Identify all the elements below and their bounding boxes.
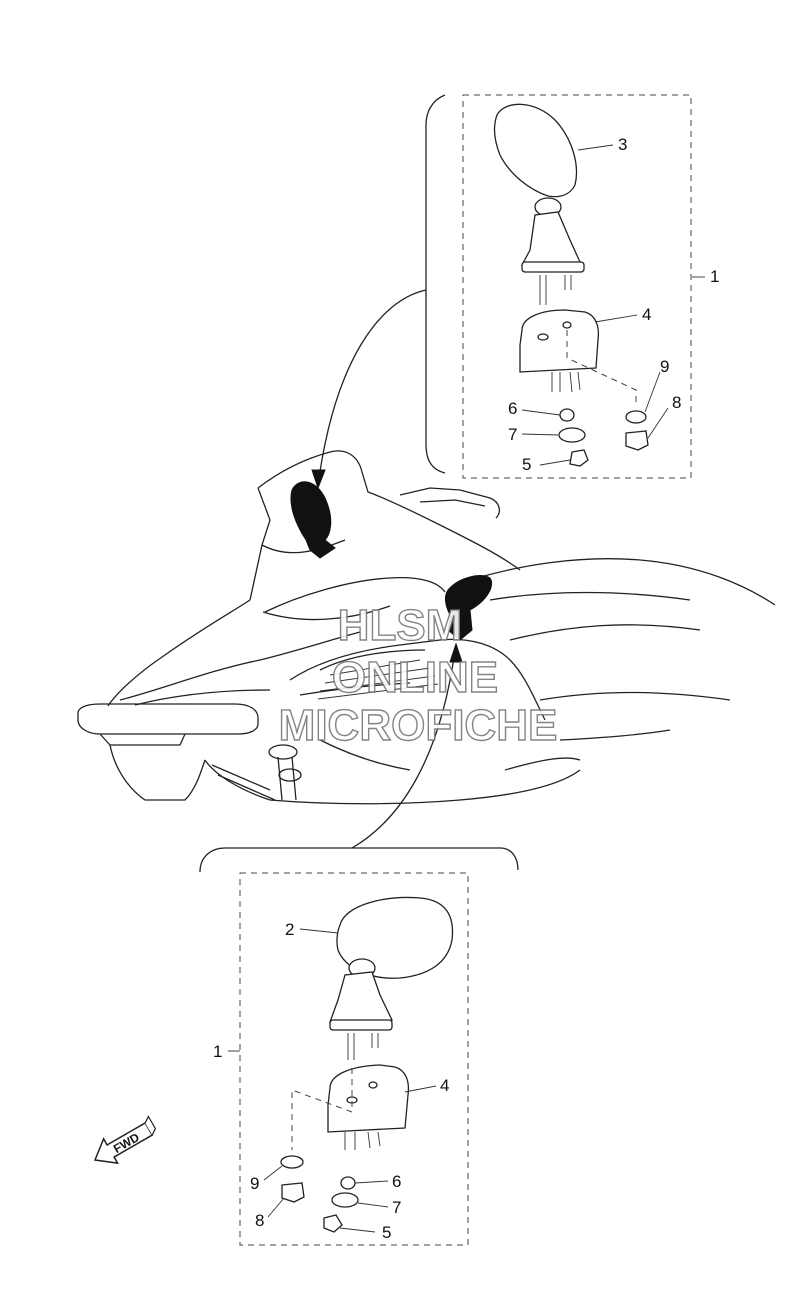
- callout-bottom-6: 6: [392, 1172, 401, 1191]
- callout-bottom-2: 2: [285, 920, 294, 939]
- callout-bottom-7: 7: [392, 1198, 401, 1217]
- mounted-mirror-left: [290, 481, 336, 559]
- mounted-mirror-right: [445, 575, 493, 641]
- callout-top-6: 6: [508, 399, 517, 418]
- callout-bottom-8: 8: [255, 1211, 264, 1230]
- bottom-inset: 2 4 1 9 8 6 7 5: [199, 642, 519, 1246]
- snowmobile-illustration: [77, 450, 776, 805]
- callout-top-1: 1: [710, 267, 719, 286]
- callout-bottom-1: 1: [213, 1042, 222, 1061]
- fwd-arrow-icon: FWD: [93, 1115, 157, 1165]
- top-inset: 3 4 6 7 5 9 8 1: [311, 94, 719, 490]
- callout-top-9: 9: [660, 357, 669, 376]
- callout-bottom-5: 5: [382, 1223, 391, 1242]
- callout-top-8: 8: [672, 393, 681, 412]
- callout-top-3: 3: [618, 135, 627, 154]
- callout-bottom-4: 4: [440, 1076, 449, 1095]
- callout-top-5: 5: [522, 455, 531, 474]
- callout-top-4: 4: [642, 305, 651, 324]
- watermark-line-2: ONLINE: [332, 653, 498, 702]
- watermark-line-3: MICROFICHE: [279, 701, 558, 750]
- callout-bottom-9: 9: [250, 1174, 259, 1193]
- callout-top-7: 7: [508, 425, 517, 444]
- watermark-line-1: HLSM: [338, 601, 463, 650]
- watermark: HLSM ONLINE MICROFICHE: [278, 600, 558, 750]
